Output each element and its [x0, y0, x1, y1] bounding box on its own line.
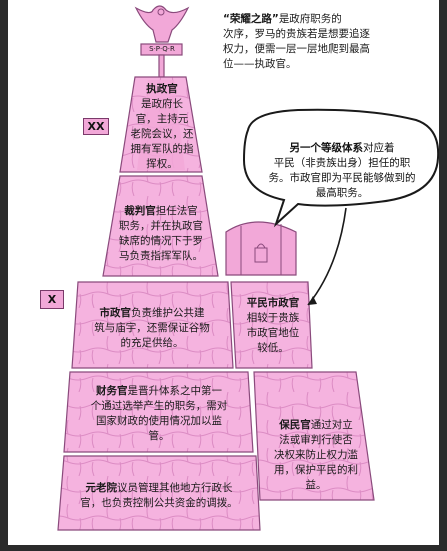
- pyramid-illustration: [57, 5, 439, 531]
- gate-icon: [225, 221, 297, 276]
- aedile-line: 筑与庙宇，还需保证谷物: [94, 322, 210, 334]
- tribune-line: 用，保护平民的利: [274, 464, 358, 476]
- bubble-line: 对应着: [363, 142, 395, 154]
- quaestor-text: 财务官是晋升体系之中第一 个通过选举产生的职务，需对 国家财政的使用情况加以监 …: [68, 384, 250, 444]
- bubble-line: 最高职务。: [315, 187, 369, 199]
- spqr-eagle-icon: [134, 5, 190, 78]
- tribune-text: 保民官通过对立 法或审判行使否 决权来防止权力滥 用，保护平民的利 益。: [262, 418, 370, 493]
- praetor-line: 担任法官: [155, 205, 198, 217]
- quaestor-line: 国家财政的使用情况加以监: [96, 415, 222, 427]
- senator-title: 元老院: [85, 482, 118, 494]
- aedile-badge: X: [40, 290, 64, 309]
- intro-line-1: 是政府职务的: [278, 13, 342, 25]
- tribune-title: 保民官: [279, 419, 311, 431]
- plebeian-aedile-line: 市政官地位: [246, 327, 300, 339]
- intro-line-4: 位——执政官。: [223, 58, 297, 70]
- aedile-line: 的充足供给。: [120, 337, 184, 349]
- quaestor-line: 个通过选举产生的职务，需对: [90, 400, 228, 412]
- tribune-line: 益。: [305, 479, 327, 491]
- plebeian-aedile-text: 平民市政官 相较于贵族 市政官地位 较低。: [236, 296, 310, 356]
- consul-line: 官，主持元: [135, 113, 189, 125]
- praetor-line: 马负责指挥军队。: [119, 250, 203, 262]
- intro-highlight: “荣耀之路”: [223, 13, 279, 25]
- consul-line: 拥有军队的指: [130, 143, 194, 155]
- praetor-title: 裁判官: [124, 205, 156, 217]
- praetor-line: 职务，并在执政官: [119, 220, 203, 232]
- plebeian-aedile-line: 较低。: [257, 342, 289, 354]
- praetor-text: 裁判官担任法官 职务，并在执政官 缺席的情况下于罗 马负责指挥军队。: [106, 204, 216, 264]
- consul-badge: XX: [83, 118, 109, 135]
- bubble-line: 平民（非贵族出身）担任的职: [273, 157, 411, 169]
- consul-line: 挥权。: [146, 158, 178, 170]
- quaestor-title: 财务官: [96, 385, 128, 397]
- praetor-line: 缺席的情况下于罗: [119, 235, 203, 247]
- consul-text: 执政官 是政府长 官，主持元 老院会议，还 拥有军队的指 挥权。: [122, 82, 202, 172]
- consul-line: 老院会议，还: [130, 128, 194, 140]
- tribune-line: 决权来防止权力滥: [274, 449, 358, 461]
- plebeian-aedile-title: 平民市政官: [246, 297, 300, 309]
- bubble-text: 另一个等级体系对应着 平民（非贵族出身）担任的职 务。市政官即为平民能够做到的 …: [248, 141, 436, 201]
- intro-line-2: 次序，罗马的贵族若是想要追逐: [223, 28, 370, 40]
- consul-title: 执政官: [146, 83, 178, 95]
- senator-line: 官，也负责控制公共资金的调拨。: [80, 497, 238, 509]
- speech-bubble: [242, 108, 439, 228]
- senator-text: 元老院议员管理其他地方行政长 官，也负责控制公共资金的调拨。: [63, 481, 255, 511]
- intro-line-3: 权力，便需一层一层地爬到最高: [223, 43, 370, 55]
- bubble-line: 务。市政官即为平民能够做到的: [268, 172, 416, 184]
- aedile-text: 市政官负责维护公共建 筑与庙宇，还需保证谷物 的充足供给。: [76, 306, 228, 351]
- infographic-page: S·P·Q·R “荣耀之路”是政府职务的 次序，罗马的贵族若是想要追逐 权力，便…: [8, 0, 439, 545]
- consul-line: 是政府长: [141, 98, 183, 110]
- quaestor-line: 是晋升体系之中第一: [127, 385, 223, 397]
- aedile-title: 市政官: [99, 307, 132, 319]
- tribune-line: 通过对立: [310, 419, 353, 431]
- emblem-label: S·P·Q·R: [149, 45, 175, 53]
- intro-text: “荣耀之路”是政府职务的 次序，罗马的贵族若是想要追逐 权力，便需一层一层地爬到…: [223, 12, 370, 72]
- aedile-line: 负责维护公共建: [131, 307, 205, 319]
- senator-line: 议员管理其他地方行政长: [117, 482, 233, 494]
- tribune-line: 法或审判行使否: [279, 434, 353, 446]
- plebeian-aedile-line: 相较于贵族: [246, 312, 300, 324]
- quaestor-line: 管。: [148, 430, 170, 442]
- bubble-highlight: 另一个等级体系: [289, 142, 364, 154]
